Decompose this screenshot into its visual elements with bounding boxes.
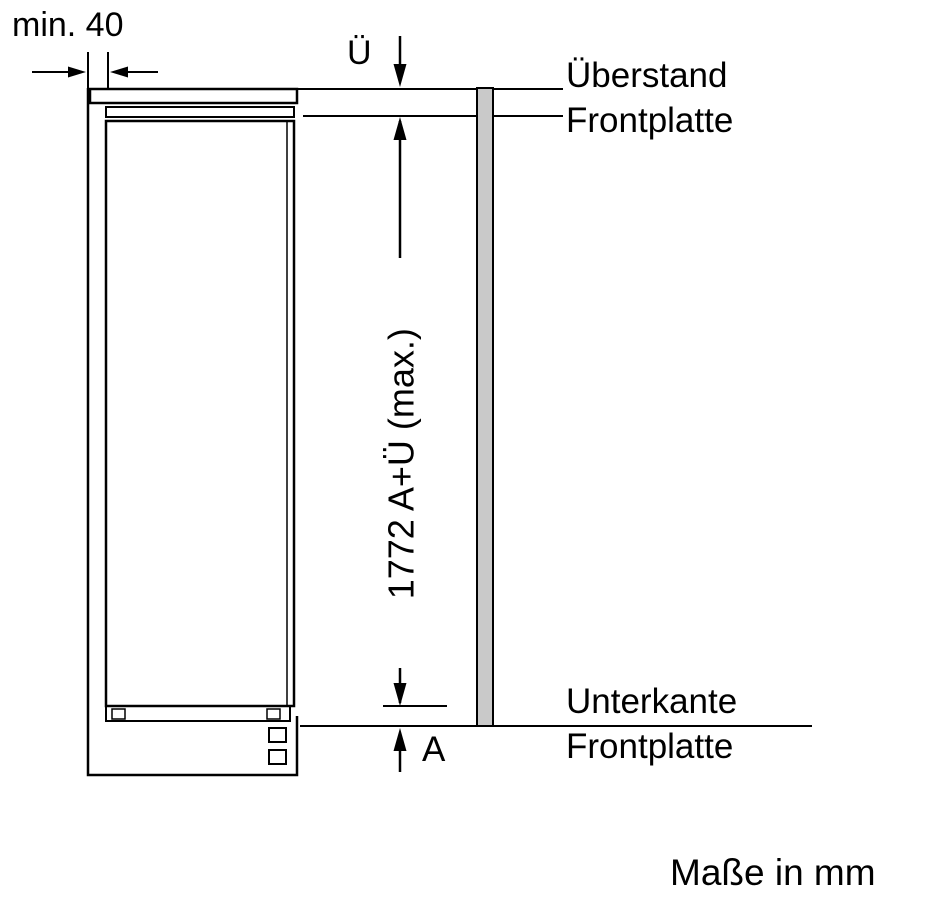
overhang-name-line2: Frontplatte: [566, 101, 734, 140]
bottom-strip-foot-right: [266, 708, 281, 720]
overhang-name-line1: Überstand: [566, 56, 728, 95]
door-panel: [104, 119, 296, 708]
bottom-edge-name-line1: Unterkante: [566, 682, 738, 721]
overhang-symbol-label: Ü: [347, 34, 372, 72]
min40-arrowhead-left-icon: [110, 66, 128, 78]
units-note-label: Maße in mm: [670, 852, 876, 893]
min40-arrowhead-right-icon: [68, 66, 86, 78]
ue-arrowhead-down-icon: [393, 64, 407, 87]
door-top-strip: [105, 106, 295, 118]
arrowheads: [68, 64, 407, 751]
height-arrowhead-up-icon: [393, 117, 407, 140]
diagram-lines: [32, 36, 812, 777]
bottom-strip: [105, 705, 291, 722]
front-panel-bar: [476, 87, 494, 727]
cabinet-outline: [86, 88, 299, 777]
hinge-block-lower: [268, 749, 287, 765]
height-arrowhead-down-icon: [393, 683, 407, 706]
a-arrowhead-up-icon: [393, 728, 407, 751]
min-gap-label: min. 40: [12, 6, 124, 44]
height-dimension-label: 1772 A+Ü (max.): [380, 328, 422, 600]
top-overhang-panel: [88, 87, 299, 105]
hinge-block-upper: [268, 727, 287, 743]
bottom-edge-name-line2: Frontplatte: [566, 727, 734, 766]
bottom-strip-foot-left: [111, 708, 126, 720]
recess-symbol-label: A: [422, 730, 446, 769]
